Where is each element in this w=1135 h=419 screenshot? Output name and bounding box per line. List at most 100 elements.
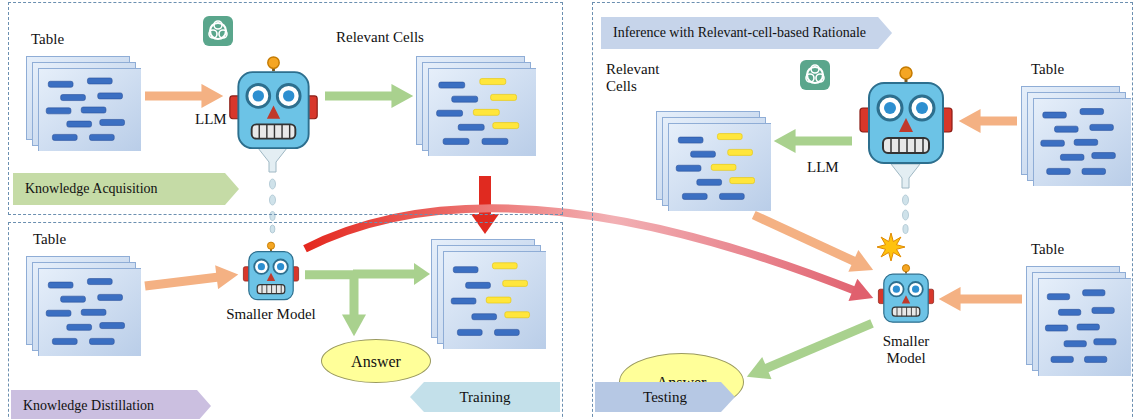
robot-tooth: [281, 285, 282, 294]
robot-icon: [856, 66, 956, 166]
robot-tooth: [922, 138, 924, 153]
table-stack: [431, 239, 546, 349]
robot-eye: [910, 96, 934, 120]
robot-eye: [908, 282, 922, 296]
flow-arrow: [145, 91, 208, 100]
robot-model: Smaller Model: [876, 259, 936, 329]
table-cell: [1080, 109, 1104, 115]
circle: [219, 30, 227, 38]
table-cell: [443, 138, 469, 144]
llm-logo: [800, 60, 830, 90]
robot-antenna-ball: [902, 265, 909, 272]
table-cell: [61, 296, 86, 302]
robot-antenna-ball: [900, 67, 912, 79]
table-cell: [52, 338, 77, 344]
node-label: Relevant Cells: [336, 29, 456, 46]
ellipse: [903, 225, 908, 234]
table-cell: [90, 134, 115, 140]
table-cell: [466, 282, 491, 288]
circle: [209, 30, 217, 38]
robot-tooth: [916, 307, 917, 316]
relevant-cell: [503, 280, 528, 286]
robot-pupil: [884, 102, 896, 114]
spark-star-shape: [877, 233, 905, 261]
flow-arrow: [325, 91, 398, 100]
relevant-cells-output: [431, 239, 546, 349]
flow-arrow: [974, 117, 1017, 126]
region-panel: Inference with Relevant-cell-based Ratio…: [592, 2, 1133, 419]
robot-mouth: [883, 138, 929, 153]
table-cell: [1092, 307, 1114, 313]
ellipse: [903, 210, 909, 220]
transfer-arrow: [305, 208, 859, 292]
relevant-cell: [711, 164, 736, 170]
relevant-cell: [473, 109, 499, 115]
node-label: LLM: [195, 111, 229, 128]
robot-nose: [899, 118, 913, 132]
node-label: LLM: [807, 159, 847, 176]
robot-pupil: [258, 263, 265, 270]
relevant-cell: [728, 149, 753, 155]
table-cell: [1047, 294, 1069, 300]
region-tag: Inference with Relevant-cell-based Ratio…: [601, 17, 892, 49]
table-cell: [439, 82, 465, 88]
table-stack: [1026, 266, 1131, 376]
flow-arrow: [761, 323, 872, 370]
node-label: Table: [33, 231, 93, 248]
robot-model: LLM: [856, 66, 956, 166]
ellipse: [270, 179, 276, 189]
flow-arrow: [789, 137, 852, 146]
table-cell: [1043, 112, 1067, 118]
table-cell: [678, 137, 703, 143]
table-cell: [453, 267, 478, 273]
table-cell: [691, 151, 716, 157]
circle: [806, 74, 814, 82]
table-cell: [67, 121, 92, 127]
table-cell: [1082, 168, 1106, 174]
table-sheet: [444, 252, 547, 350]
node-label: Smaller Model: [863, 333, 949, 367]
table-cell: [457, 329, 482, 335]
table-cell: [1060, 154, 1084, 160]
table-cell: [1045, 325, 1067, 331]
table-cell: [495, 329, 520, 335]
table-cell: [482, 138, 508, 144]
rect: [800, 60, 830, 90]
table-cell: [472, 314, 497, 320]
table-sheet: [39, 269, 142, 357]
table-cell: [1074, 139, 1098, 145]
table-cell: [1090, 124, 1114, 130]
line: [353, 270, 416, 279]
table-cell: [46, 310, 71, 316]
circle: [816, 74, 824, 82]
region-tag: Knowledge Acquisition: [13, 173, 239, 205]
polygon: [891, 164, 920, 188]
table-cell: [437, 110, 463, 116]
table-cell: [452, 96, 478, 102]
circle: [807, 67, 823, 83]
output-arrow: [353, 263, 430, 285]
distill-funnel: [891, 164, 920, 234]
robot-icon: [241, 239, 301, 304]
table-cell: [81, 107, 106, 113]
table-stack: Table: [1026, 266, 1131, 376]
region-tag: Knowledge Distillation: [11, 390, 211, 419]
circle: [210, 23, 226, 39]
table-sheet: [669, 124, 772, 212]
flow-arrow: [145, 276, 223, 286]
relevant-cell: [505, 312, 530, 318]
robot-tooth: [901, 307, 902, 316]
table-stack: Table: [26, 56, 141, 151]
table-cell: [1051, 356, 1073, 362]
robot-eye: [254, 260, 268, 274]
phase-banner: Testing: [595, 382, 735, 412]
table-cell: [1092, 153, 1116, 159]
node-label: Table: [31, 31, 91, 48]
relevant-cell: [717, 134, 742, 140]
robot-pupil: [916, 102, 928, 114]
table-cell: [1094, 339, 1116, 345]
polygon: [414, 263, 430, 285]
